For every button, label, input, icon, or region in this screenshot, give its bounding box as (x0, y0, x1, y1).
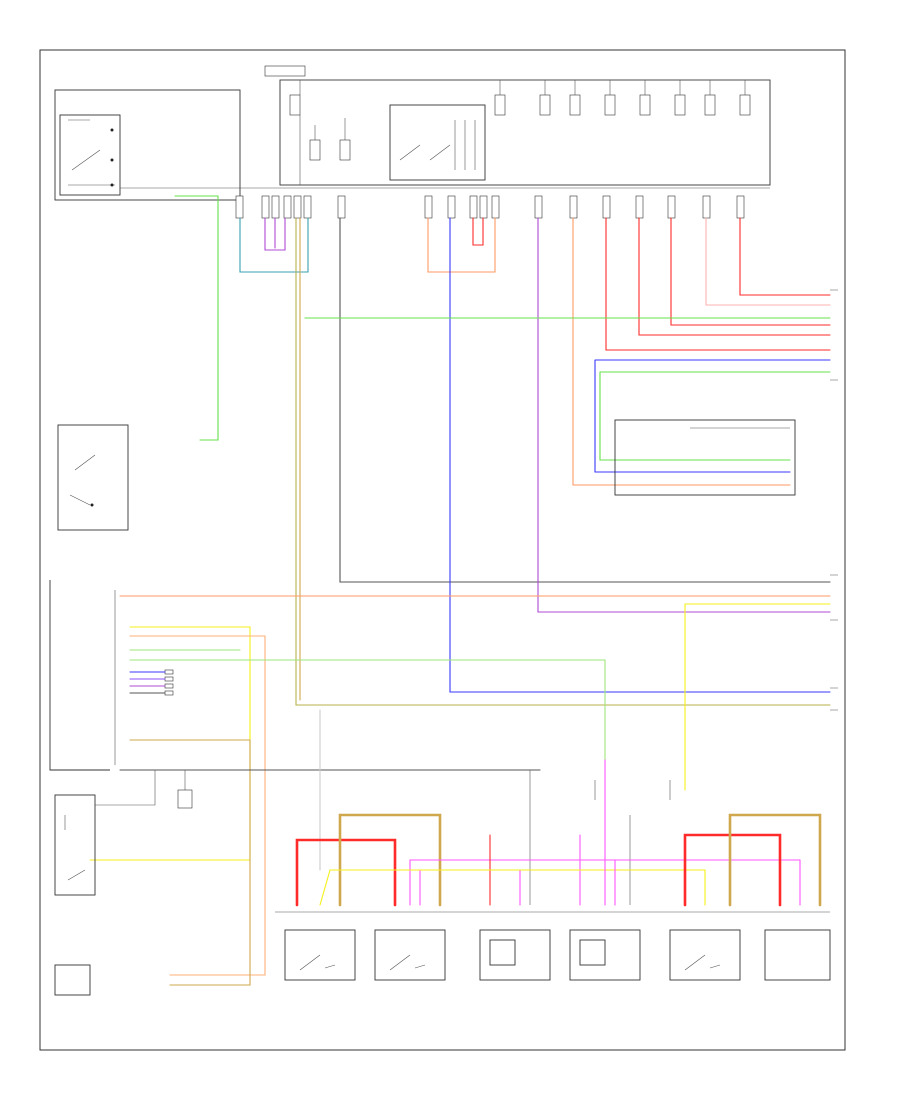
climate-control-module (54, 89, 241, 201)
top-wiring (174, 195, 831, 706)
left-main-control-module (49, 580, 116, 771)
fuse-row (289, 94, 751, 161)
right-side-module (614, 419, 796, 496)
relay (389, 104, 486, 181)
actuator-5 (669, 929, 741, 981)
bottom-wiring (295, 759, 822, 907)
diagram-border (39, 49, 846, 1051)
bottom-actuators (284, 929, 831, 981)
actuator-4 (569, 929, 641, 981)
left-sensor-stack (54, 770, 193, 996)
actuator-3 (479, 929, 551, 981)
top-connector-row (120, 187, 770, 219)
left-wiring (89, 595, 831, 986)
fuse-junction-block (264, 65, 771, 186)
actuator-6 (764, 929, 831, 981)
connector-pin-lines (129, 669, 174, 696)
right-edge-connector (830, 289, 838, 711)
actuator-2 (374, 929, 446, 981)
actuator-1 (284, 929, 356, 981)
left-mid-switch (57, 424, 129, 531)
